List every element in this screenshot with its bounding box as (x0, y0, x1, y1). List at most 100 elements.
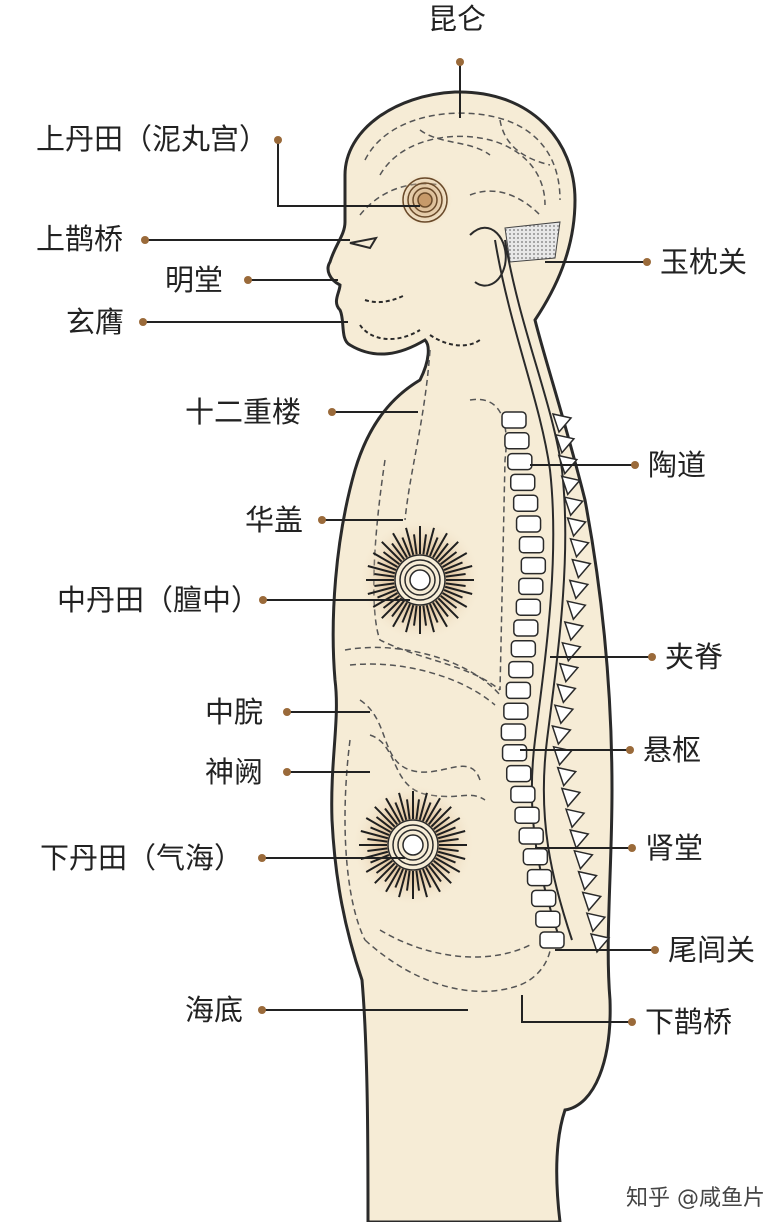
ray (384, 807, 398, 825)
ray (385, 867, 401, 893)
vertebra-body (505, 681, 532, 700)
vertebra-body (500, 723, 527, 741)
ray (415, 799, 420, 820)
spinous-process (569, 828, 590, 850)
label-xuanying: 玄膺 (66, 305, 125, 339)
label-weilv-guan: 尾闾关 (668, 933, 756, 967)
vertebra-body (539, 931, 565, 949)
ray (445, 573, 466, 578)
ray (382, 595, 400, 609)
ray (382, 551, 400, 565)
spinous-process (571, 558, 592, 580)
vertebra-body (505, 764, 532, 783)
ray (425, 797, 441, 823)
spinous-process (564, 808, 586, 829)
vertebra-body (520, 556, 547, 575)
ray (429, 537, 439, 557)
ray (367, 585, 396, 595)
spinous-process (566, 600, 587, 621)
ray (398, 792, 408, 821)
spinous-process (552, 745, 573, 767)
ray (425, 527, 435, 556)
vertebra-body (508, 660, 534, 679)
spinous-process (589, 932, 611, 954)
vertebra-body (522, 848, 549, 866)
label-haidi: 海底 (185, 993, 244, 1027)
ray (440, 551, 458, 565)
ray (443, 589, 463, 599)
ray (377, 561, 397, 571)
label-jiaji: 夹脊 (665, 640, 724, 674)
ray (437, 597, 459, 619)
middle-dantian-mark (358, 518, 482, 642)
vertebra-body (507, 452, 533, 471)
ray (435, 542, 449, 560)
ray (437, 830, 466, 840)
ray (394, 868, 404, 888)
spinous-process (556, 683, 577, 704)
ray (433, 816, 451, 830)
ray (367, 847, 388, 852)
ray (381, 597, 403, 619)
ray (440, 595, 458, 609)
vertebra-body (515, 515, 542, 533)
ray (422, 868, 432, 888)
ray (418, 792, 428, 821)
spinous-process (554, 433, 576, 455)
spinous-process (563, 496, 585, 517)
ray (392, 602, 408, 628)
ray (374, 862, 396, 884)
leader-lines (143, 62, 655, 1023)
ray (442, 552, 468, 568)
ray (435, 857, 461, 873)
ray (435, 600, 449, 618)
ray (415, 870, 420, 891)
ray (406, 799, 411, 820)
label-kunlun: 昆仑 (428, 2, 487, 36)
spinous-process (573, 849, 594, 871)
vertebra-body (515, 598, 542, 616)
ray (432, 532, 448, 558)
spinous-process (558, 662, 580, 684)
label-shenque: 神阙 (205, 755, 264, 789)
ray (425, 604, 435, 633)
ray (444, 585, 473, 595)
spinous-process (566, 516, 587, 538)
ray (374, 573, 395, 578)
label-huagai: 华盖 (245, 503, 304, 537)
vertebra-body (526, 868, 553, 887)
ray (413, 534, 418, 555)
vertebra-body (513, 619, 539, 637)
ray (385, 797, 401, 823)
ray (365, 857, 391, 873)
ray (433, 860, 451, 874)
ray (365, 817, 391, 833)
ray (445, 582, 466, 587)
watermark: 知乎 @咸鱼片 (626, 1186, 765, 1211)
ray (406, 870, 411, 891)
label-dots (139, 58, 659, 1026)
ray (444, 565, 473, 575)
ray (425, 867, 441, 893)
spinous-process (560, 475, 582, 496)
ray (405, 527, 415, 556)
ray (367, 838, 388, 843)
vertebra-body (535, 910, 561, 928)
leader-upper-dantian (277, 140, 420, 207)
vertebra-body (501, 744, 528, 762)
ray (443, 561, 463, 571)
vertebra-body (512, 494, 539, 512)
ray (401, 603, 411, 623)
ray (422, 534, 427, 555)
label-middle-dantian: 中丹田（膻中） (57, 583, 261, 617)
ray (394, 802, 404, 822)
ray (377, 589, 397, 599)
ray (375, 816, 393, 830)
vertebra-body (503, 702, 529, 720)
vertebra-body (518, 577, 544, 596)
ray (430, 806, 452, 828)
vertebra-body (510, 785, 536, 804)
ray (392, 532, 408, 558)
ray (436, 826, 456, 836)
ray (381, 541, 403, 563)
